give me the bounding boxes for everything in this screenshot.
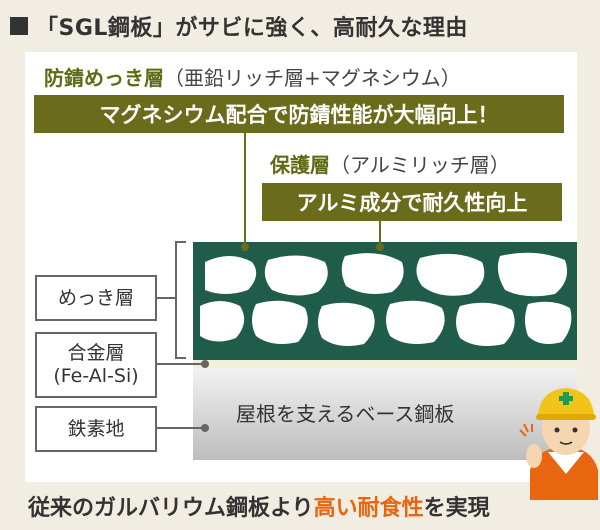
- layer-box-alloy-label-2: (Fe-Al-Si): [53, 365, 139, 387]
- plating-bracket: [175, 241, 186, 359]
- alloy-layer: [193, 360, 577, 368]
- layer-box-base: 鉄素地: [35, 406, 157, 452]
- plating-layer-label: 防錆めっき層（亜鉛リッチ層+マグネシウム）: [44, 62, 461, 91]
- protect-pointer-dot: [376, 243, 384, 251]
- layer-box-alloy-label-1: 合金層: [67, 342, 125, 365]
- title-square-icon: [10, 17, 28, 35]
- bottom-caption: 従来のガルバリウム鋼板より高い耐食性を実現: [0, 482, 600, 530]
- base-steel-layer: [193, 368, 577, 460]
- protect-layer-label-sub: （アルミリッチ層）: [330, 153, 510, 177]
- layer-box-plating: めっき層: [35, 275, 157, 321]
- worker-icon: [519, 388, 598, 500]
- layer-box-alloy: 合金層 (Fe-Al-Si): [35, 332, 157, 398]
- plating-layer: [193, 242, 577, 360]
- protect-layer-label: 保護層（アルミリッチ層）: [270, 149, 510, 178]
- bottom-caption-prefix: 従来のガルバリウム鋼板より: [28, 496, 314, 521]
- plating-pointer-dot: [241, 243, 249, 251]
- bottom-caption-text: 従来のガルバリウム鋼板より高い耐食性を実現: [28, 490, 490, 522]
- page-title: 「SGL鋼板」がサビに強く、高耐久な理由: [36, 16, 468, 41]
- protect-layer-label-main: 保護層: [270, 153, 330, 177]
- bottom-caption-highlight: 高い耐食性: [313, 496, 424, 521]
- plating-benefit-bar: マグネシウム配合で防錆性能が大幅向上！: [34, 95, 564, 133]
- protect-benefit-bar: アルミ成分で耐久性向上: [262, 183, 562, 221]
- bottom-caption-suffix: を実現: [423, 496, 490, 521]
- title-bar: 「SGL鋼板」がサビに強く、高耐久な理由: [10, 8, 468, 44]
- layer-box-base-label: 鉄素地: [67, 417, 125, 440]
- layer-box-plating-label: めっき層: [57, 286, 134, 309]
- base-steel-text: 屋根を支えるベース鋼板: [236, 402, 455, 426]
- plating-layer-label-main: 防錆めっき層: [44, 66, 164, 90]
- base-connector-dot: [201, 424, 209, 432]
- plating-layer-label-sub: （亜鉛リッチ層+マグネシウム）: [164, 66, 461, 90]
- alloy-connector-dot: [201, 360, 209, 368]
